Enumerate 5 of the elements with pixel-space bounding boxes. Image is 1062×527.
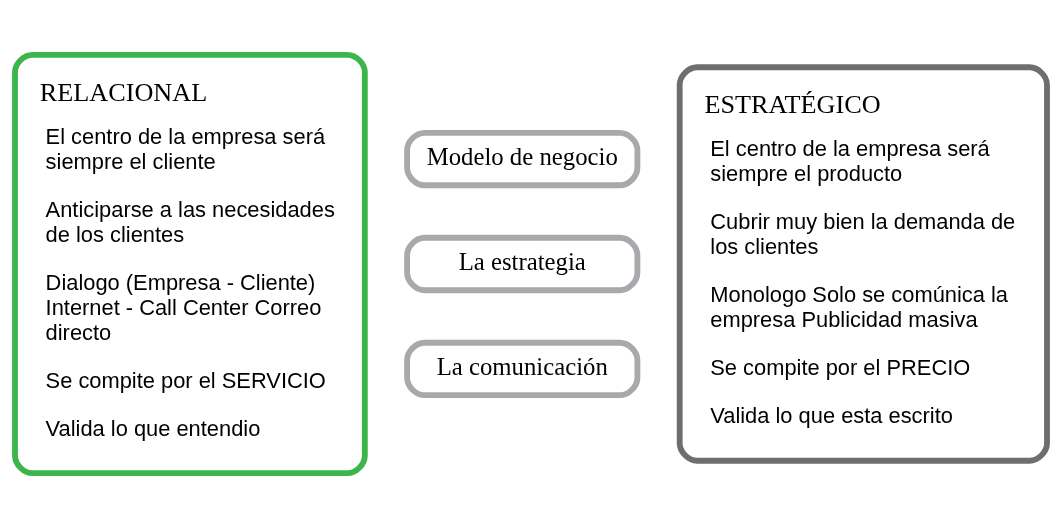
node-box: Modelo de negocio	[404, 129, 641, 188]
node-box: La comunicación	[404, 339, 641, 398]
node-box: ESTRATÉGICO El centro de la empresa será siempre el producto Cubrir muy bien la demanda de los clientes Monologo Solo se comúnica la empresa Publicidad masiva Se compite por el PRECIO Valida lo que esta escrito	[676, 63, 1050, 464]
node-box: RELACIONAL El centro de la empresa será siempre el cliente Anticiparse a las necesidades de los clientes Dialogo (Empresa - Cliente) Internet - Call Center Correo directo Se compite por el SERVICIO Valida lo que entendio	[12, 51, 368, 476]
node-box: La estrategia	[404, 234, 641, 293]
